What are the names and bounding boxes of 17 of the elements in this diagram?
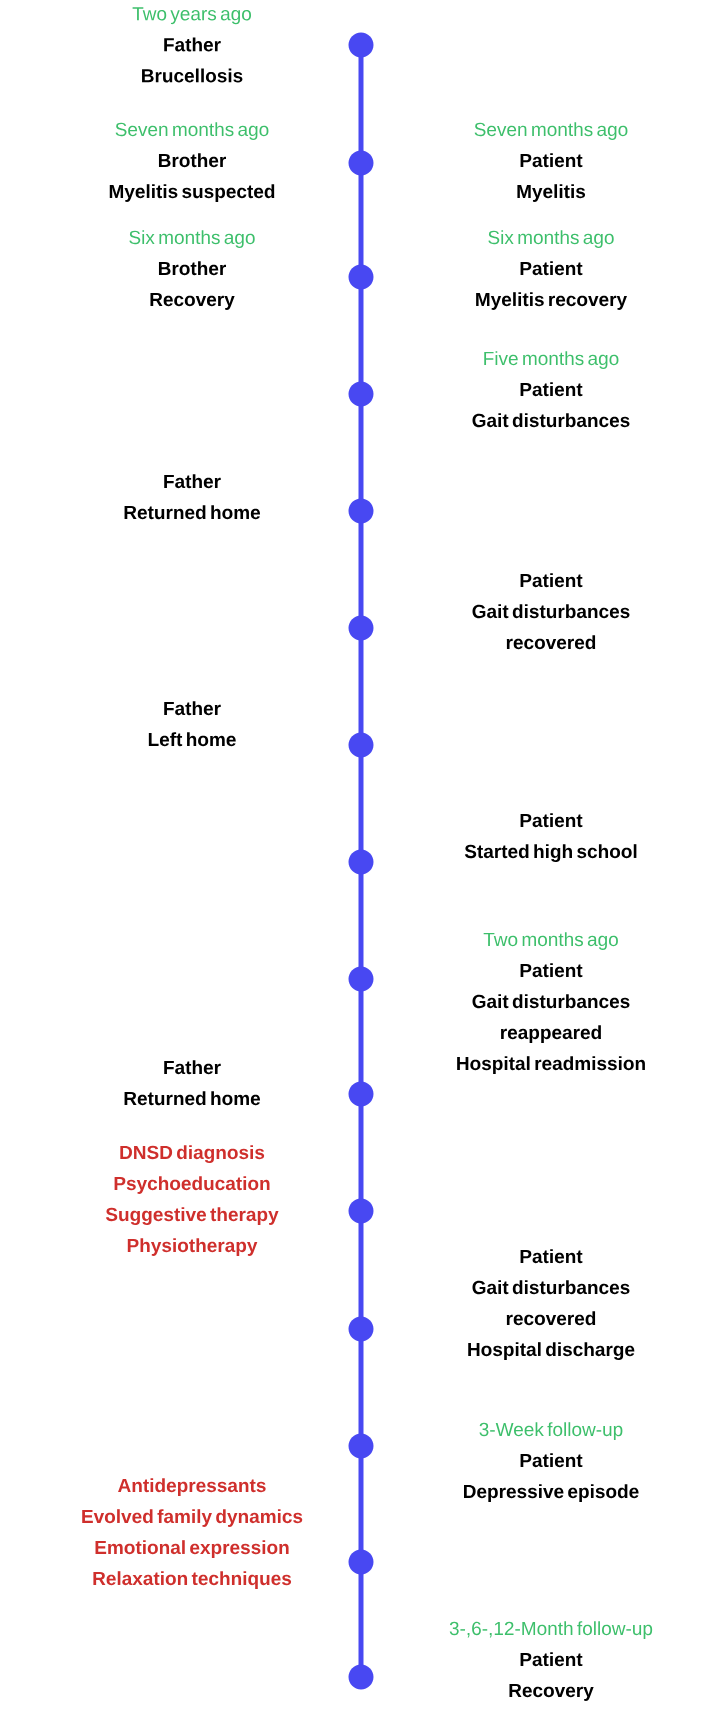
event-text: Patient Gait disturbances recovered Hospital discharge — [468, 1249, 635, 1360]
event-text: Two years ago Father Brucellosis — [132, 7, 251, 83]
event-text: Patient Gait disturbances recovered — [472, 573, 630, 650]
event-text: 3-Week follow-up Patient Depressive episode — [464, 1422, 639, 1502]
event-text: Six months ago Patient Myelitis recovery — [476, 230, 627, 310]
event-text: Father Left home — [148, 701, 236, 747]
event-text: Seven months ago Patient Myelitis — [474, 122, 628, 202]
event-text: Patient Started high school — [464, 813, 637, 862]
event-text: Two months ago Patient Gait disturbances reappeared Hospital readmission — [457, 932, 645, 1074]
event-text: Six months ago Brother Recovery — [129, 230, 255, 310]
event-text: Father Returned home — [124, 474, 261, 520]
event-text: Five months ago Patient Gait disturbances — [472, 351, 630, 428]
event-text: Seven months ago Brother Myelitis suspected — [109, 122, 275, 202]
event-text: DNSD diagnosis Psychoeducation Suggestive therapy Physiotherapy — [105, 1145, 279, 1256]
event-text: 3-,6-,12-Month follow-up Patient Recovery — [449, 1621, 653, 1701]
event-text: Antidepressants Evolved family dynamics Emotional expression Relaxation techniques — [82, 1478, 303, 1589]
event-text: Father Returned home — [124, 1060, 261, 1106]
